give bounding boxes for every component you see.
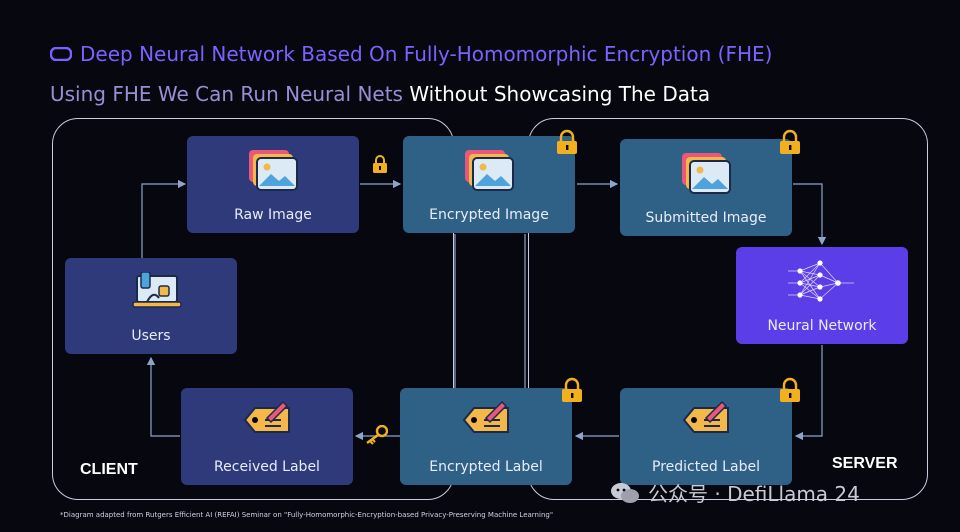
- watermark-text: 公众号 · DefiLlama 24: [648, 482, 860, 506]
- received-label-label: Received Label: [214, 459, 320, 475]
- watermark: 公众号 · DefiLlama 24: [610, 478, 860, 507]
- image-stack-icon: [682, 153, 731, 194]
- footnote: *Diagram adapted from Rutgers Efficient …: [60, 511, 554, 519]
- lock-icon: [780, 377, 800, 402]
- encrypted-label-node[interactable]: Encrypted Label: [400, 388, 572, 485]
- client-region-label: CLIENT: [80, 461, 138, 478]
- users-node[interactable]: Users: [65, 258, 237, 354]
- predicted-label-label: Predicted Label: [652, 459, 760, 475]
- laptop-user-icon: [132, 272, 182, 308]
- diagram-subtitle: Using FHE We Can Run Neural Nets Without…: [50, 82, 710, 106]
- received-label-node[interactable]: Received Label: [181, 388, 353, 485]
- tag-pen-icon: [682, 400, 729, 433]
- submitted-image-node[interactable]: Submitted Image: [620, 139, 792, 236]
- encrypted-label-label: Encrypted Label: [429, 459, 543, 475]
- server-region-label: SERVER: [832, 455, 898, 472]
- server-region: [528, 118, 928, 500]
- submitted-image-label: Submitted Image: [645, 210, 767, 226]
- raw-image-label: Raw Image: [234, 207, 312, 223]
- encrypted-image-label: Encrypted Image: [429, 207, 549, 223]
- lock-icon: [557, 129, 577, 154]
- vr-headset-icon: [50, 47, 72, 61]
- wechat-icon: [611, 482, 639, 503]
- tag-pen-icon: [462, 400, 509, 433]
- title-text: Deep Neural Network Based On Fully-Homom…: [80, 42, 773, 66]
- image-stack-icon: [249, 150, 298, 191]
- encrypted-image-node[interactable]: Encrypted Image: [403, 136, 575, 233]
- lock-icon: [780, 129, 800, 154]
- diagram-title: Deep Neural Network Based On Fully-Homom…: [50, 42, 772, 66]
- client-region: [52, 118, 454, 500]
- lock-icon: [562, 377, 582, 402]
- users-label: Users: [131, 328, 171, 344]
- raw-image-node[interactable]: Raw Image: [187, 136, 359, 233]
- neural-network-node[interactable]: Neural Network: [736, 247, 908, 344]
- key-icon: [366, 425, 388, 445]
- tag-pen-icon: [243, 400, 290, 433]
- subtitle-part2: Without Showcasing The Data: [409, 82, 711, 106]
- predicted-label-node[interactable]: Predicted Label: [620, 388, 792, 485]
- image-stack-icon: [465, 150, 514, 191]
- neural-network-icon: [788, 260, 854, 302]
- subtitle-part1: Using FHE We Can Run Neural Nets: [50, 82, 403, 106]
- lock-icon: [373, 155, 387, 173]
- neural-network-label: Neural Network: [767, 318, 877, 334]
